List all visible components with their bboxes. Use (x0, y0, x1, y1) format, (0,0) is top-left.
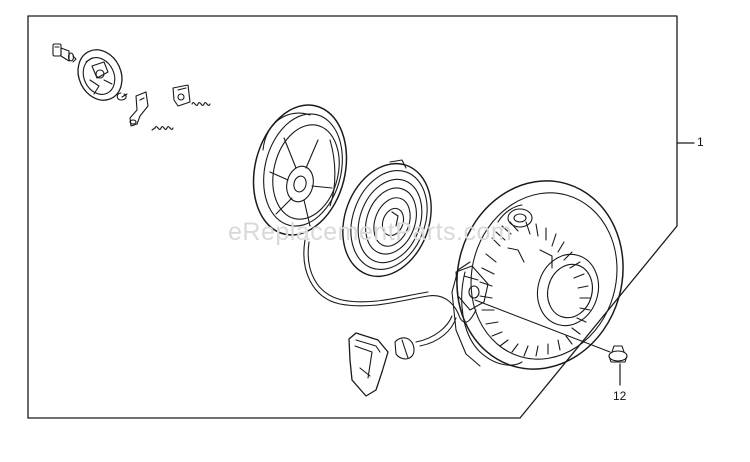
clip-ring-part (116, 92, 128, 101)
spring-part (151, 126, 174, 131)
flange-bolt-part (474, 299, 628, 363)
recoil-spring-part (342, 159, 432, 278)
starter-grip-part (348, 332, 415, 397)
starter-rope-part (303, 239, 477, 347)
callout-number-bolt: 12 (613, 389, 627, 403)
assembly-frame (27, 15, 678, 419)
ratchet-pawl-part (129, 91, 149, 127)
starter-case-part (451, 180, 624, 370)
reel-pulley-part (252, 104, 348, 236)
ratchet-part (77, 49, 123, 101)
small-bolt-part (52, 43, 77, 63)
friction-spring-part (191, 102, 211, 106)
watermark-text: eReplacementParts.com (228, 218, 513, 246)
callout-number-assembly: 1 (697, 135, 704, 149)
ratchet-guide-part (172, 84, 191, 107)
